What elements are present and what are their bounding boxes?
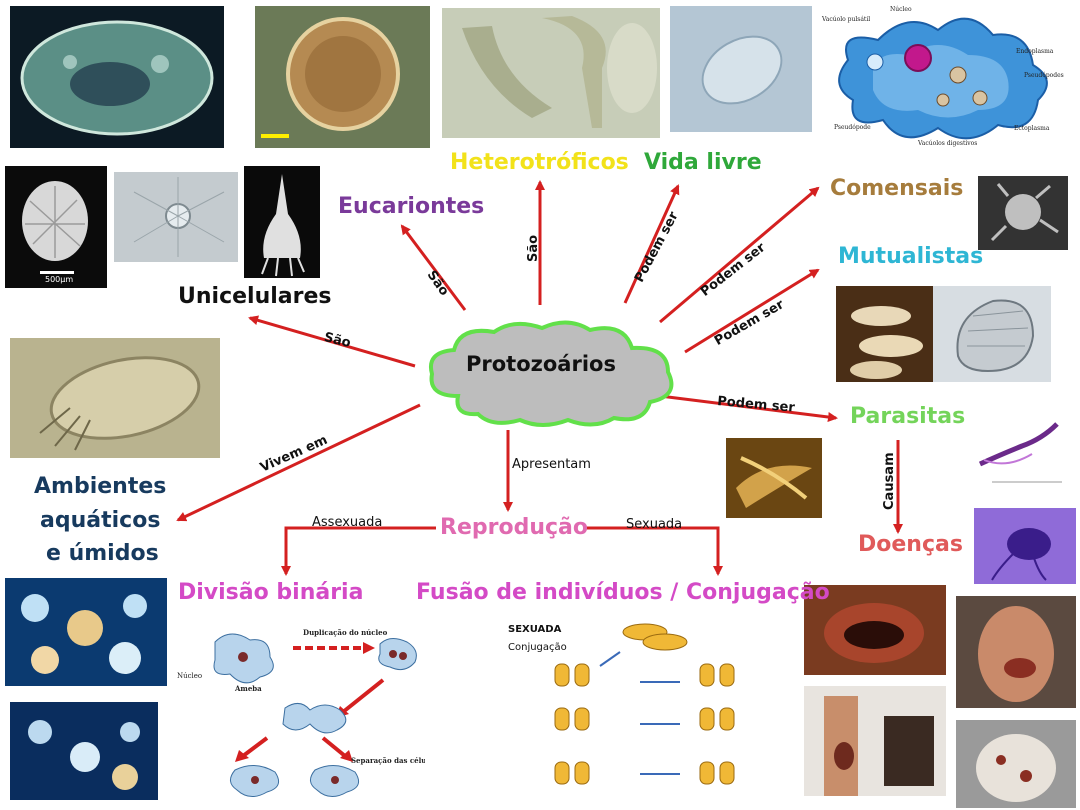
arrow-fusao: [584, 526, 723, 576]
node-divisao-binaria: Divisão binária: [178, 580, 364, 605]
label-ectoplasma: Ectoplasma: [1014, 125, 1050, 132]
conjugation-illustration: SEXUADA Conjugação: [500, 616, 796, 810]
center-node: Protozoários: [466, 352, 616, 376]
node-unicelulares: Unicelulares: [178, 284, 332, 309]
label-conjugacao: Conjugação: [508, 642, 567, 653]
paramecium-photo: [10, 6, 224, 148]
arrow-divisao: [281, 526, 436, 576]
foraminifera-photo: 500µm: [5, 166, 107, 288]
link-podem-parasitas: Podem ser: [716, 394, 796, 416]
link-podem-mutualistas: Podem ser: [712, 297, 787, 349]
euplotes-photo: [10, 338, 220, 458]
node-vida-livre: Vida livre: [644, 150, 762, 175]
label-nucleo: Núcleo: [890, 6, 912, 13]
label-pseudopode: Pseudópode: [834, 124, 871, 131]
label-ameba: Ameba: [235, 684, 262, 693]
marine-plankton-photo-1: [5, 578, 167, 686]
termites-photo: [836, 286, 936, 382]
node-doencas: Doenças: [858, 532, 963, 557]
link-podem-comensais: Podem ser: [698, 240, 769, 300]
node-ambientes-line3: e úmidos: [46, 541, 159, 566]
link-causam: Causam: [882, 452, 897, 510]
label-vacuolos-dig: Vacúolos digestivos: [918, 140, 978, 147]
disease-dog-photo: [956, 720, 1076, 808]
link-podem-vida-livre: Podem ser: [632, 209, 682, 286]
node-heterotroficos: Heterotróficos: [450, 150, 629, 175]
link-sao-heterotroficos: São: [526, 234, 541, 262]
disease-leg-photo: [804, 686, 946, 796]
scale-label: 500µm: [45, 275, 74, 284]
link-apresentam: Apresentam: [512, 457, 591, 472]
link-assexuada: Assexuada: [312, 515, 383, 530]
label-pseudopodes: Pseudópodes: [1024, 72, 1064, 79]
stentor-photo: [442, 8, 660, 138]
comensal-photo: [978, 176, 1068, 250]
arrow-eucariontes: [400, 224, 467, 311]
label-duplicacao: Duplicação do núcleo: [303, 628, 388, 637]
trypanosoma-drawing: [972, 414, 1076, 496]
plasmodium-photo: [726, 438, 822, 518]
label-sexuada: SEXUADA: [508, 624, 562, 635]
label-nucleo-div: Núcleo: [177, 672, 203, 680]
label-endoplasma: Endoplasma: [1016, 48, 1054, 55]
label-separacao: Separação das células: [351, 756, 425, 765]
node-eucariontes: Eucariontes: [338, 194, 485, 219]
link-sao-eucariontes: São: [423, 268, 452, 299]
radiolaria-photo: [244, 166, 320, 278]
node-ambientes-line1: Ambientes: [34, 474, 167, 499]
node-parasitas: Parasitas: [850, 404, 966, 429]
label-vacuolo: Vacúolo pulsátil: [822, 16, 871, 23]
heliozoa-photo: [114, 172, 238, 262]
disease-mouth-photo: [804, 585, 946, 675]
node-fusao: Fusão de indivíduos / Conjugação: [416, 580, 830, 605]
node-comensais: Comensais: [830, 176, 964, 201]
link-vivem-em: Vivem em: [258, 432, 330, 476]
trichonympha-photo: [933, 286, 1051, 382]
cyst-photo: [255, 6, 430, 148]
node-ambientes-line2: aquáticos: [40, 508, 161, 533]
disease-face-photo: [956, 596, 1076, 708]
marine-plankton-photo-2: [10, 702, 158, 800]
link-sexuada: Sexuada: [626, 517, 683, 532]
link-sao-unicelulares: São: [322, 330, 353, 352]
binary-division-illustration: Duplicação do núcleo Núcleo Ameba Separa…: [175, 612, 425, 808]
ciliate-photo: [670, 6, 812, 132]
amoeba-diagram: Vacúolo pulsátil Núcleo Endoplasma Pseud…: [818, 0, 1080, 158]
center-cloud: [429, 320, 674, 427]
node-reproducao: Reprodução: [440, 515, 588, 540]
giardia-photo: [974, 508, 1076, 584]
node-mutualistas: Mutualistas: [838, 244, 984, 269]
